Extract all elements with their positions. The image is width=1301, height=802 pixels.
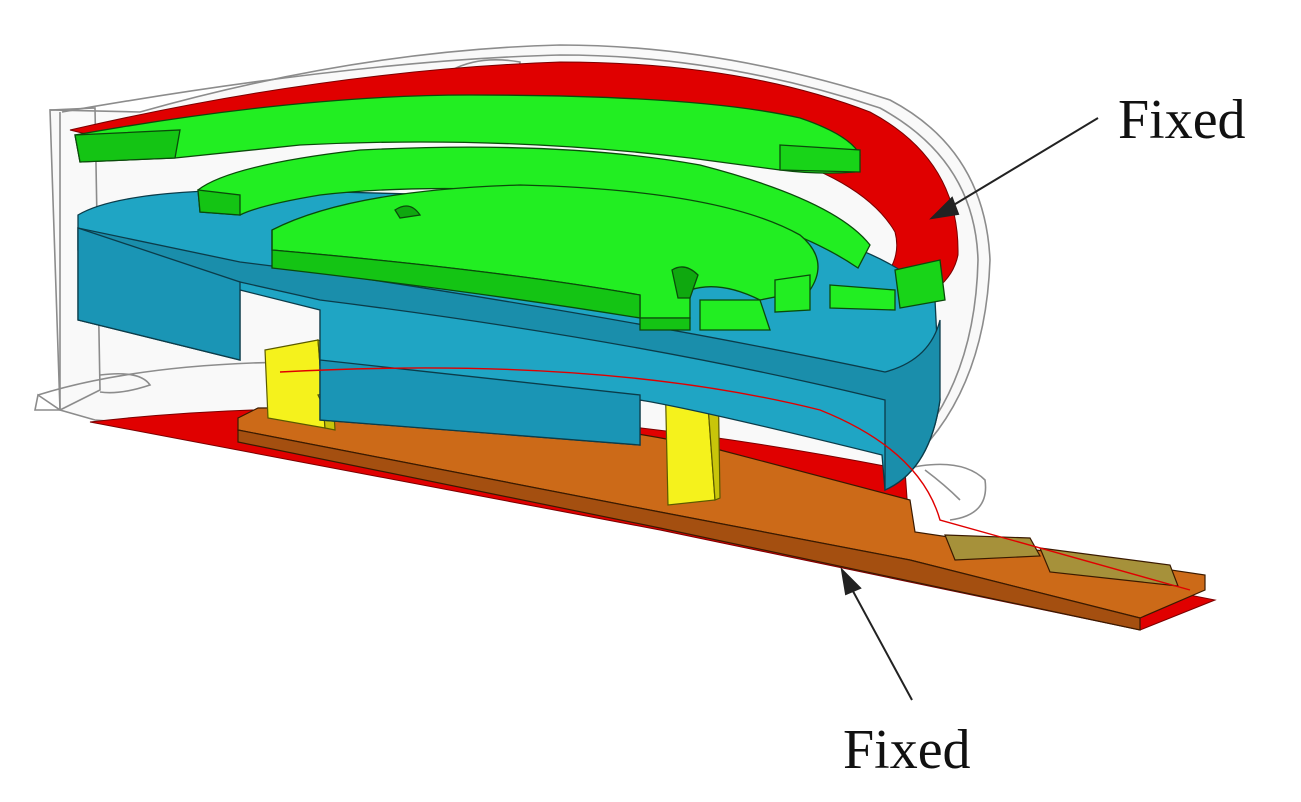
bottom-arrow-head — [840, 567, 862, 596]
top-arrow-head — [929, 196, 960, 220]
top-fixed-label: Fixed — [1118, 89, 1246, 151]
callout-arrows — [840, 117, 1099, 701]
surround-green-bar — [699, 259, 946, 331]
outer-green-frame — [74, 94, 861, 174]
top-arrow-line — [941, 117, 1099, 213]
middle-green-frame — [197, 146, 871, 269]
bottom-fixed-label: Fixed — [843, 719, 971, 781]
inner-green-frame — [271, 184, 819, 331]
lead-wire — [279, 367, 1191, 591]
solder-pad-left — [944, 534, 1041, 561]
bottom-arrow-line — [847, 581, 913, 701]
